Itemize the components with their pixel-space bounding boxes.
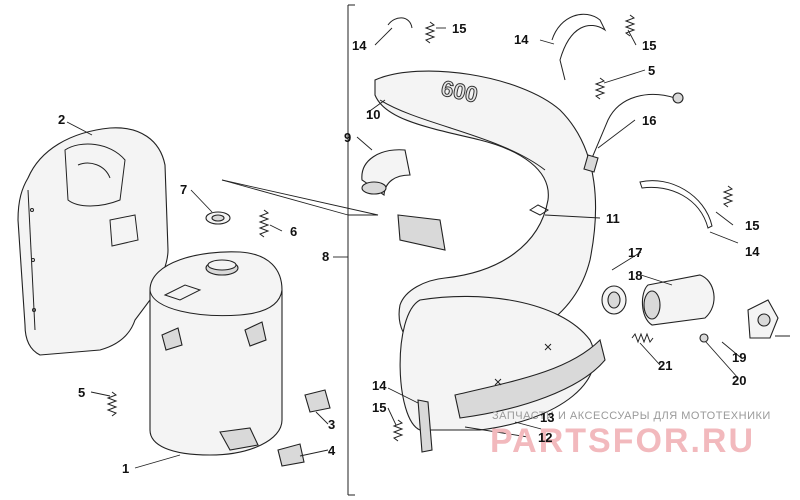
label-part-1: 1 bbox=[122, 461, 129, 476]
label-part-2: 2 bbox=[58, 112, 65, 127]
label-part-15-c: 15 bbox=[745, 218, 759, 233]
bracket-3 bbox=[304, 389, 331, 413]
spring-15-c bbox=[722, 185, 734, 208]
label-part-9: 9 bbox=[344, 130, 351, 145]
spring-15-d bbox=[392, 419, 404, 442]
muffler bbox=[149, 251, 283, 456]
label-part-10: 10 bbox=[366, 107, 380, 122]
label-part-12: 12 bbox=[538, 430, 552, 445]
label-part-14-c: 14 bbox=[745, 244, 760, 259]
label-part-15-a: 15 bbox=[452, 21, 466, 36]
strap-14-a bbox=[387, 17, 413, 29]
label-part-17: 17 bbox=[628, 245, 642, 260]
washer-20 bbox=[699, 333, 709, 343]
label-part-14-a: 14 bbox=[352, 38, 367, 53]
label-part-15-b: 15 bbox=[642, 38, 656, 53]
spring-5-left bbox=[106, 391, 118, 417]
label-part-4: 4 bbox=[328, 443, 336, 458]
sensor-16 bbox=[583, 92, 684, 173]
watermark-brand: PARTSFOR.RU bbox=[490, 422, 755, 460]
label-part-5-left: 5 bbox=[78, 385, 85, 400]
label-part-8: 8 bbox=[322, 249, 329, 264]
spring-15-a bbox=[424, 21, 436, 44]
label-part-18: 18 bbox=[628, 268, 642, 283]
label-part-21: 21 bbox=[658, 358, 672, 373]
watermark-tagline: ЗАПЧАСТИ И АКСЕССУАРЫ ДЛЯ МОТОТЕХНИКИ bbox=[492, 410, 771, 422]
strap-14-b bbox=[551, 13, 607, 81]
strap-14-c bbox=[639, 180, 713, 229]
grommet bbox=[205, 211, 231, 225]
leader-lines bbox=[66, 27, 741, 469]
bracket-4 bbox=[277, 443, 305, 467]
label-part-13: 13 bbox=[540, 410, 554, 425]
strap-14-d bbox=[417, 399, 433, 453]
label-part-14-d: 14 bbox=[372, 378, 387, 393]
label-part-15-d: 15 bbox=[372, 400, 386, 415]
label-part-6: 6 bbox=[290, 224, 297, 239]
coupler-18 bbox=[641, 274, 715, 326]
spring-6 bbox=[258, 209, 270, 238]
label-part-7: 7 bbox=[180, 182, 187, 197]
assembly-bracket bbox=[347, 4, 355, 496]
heat-shield bbox=[17, 127, 169, 356]
clamp-17 bbox=[601, 285, 627, 315]
spring-15-b bbox=[624, 14, 636, 37]
spring-21 bbox=[631, 332, 654, 344]
label-part-19: 19 bbox=[732, 350, 746, 365]
label-part-11: 11 bbox=[606, 211, 620, 226]
silencer-pipe bbox=[399, 295, 606, 431]
label-part-20: 20 bbox=[732, 373, 746, 388]
flange-19 bbox=[747, 299, 779, 339]
label-part-3: 3 bbox=[328, 417, 335, 432]
label-part-16: 16 bbox=[642, 113, 656, 128]
label-part-5-top: 5 bbox=[648, 63, 655, 78]
label-part-14-b: 14 bbox=[514, 32, 529, 47]
spring-5-top bbox=[594, 77, 606, 100]
tuned-pipe bbox=[374, 70, 597, 356]
elbow-9 bbox=[361, 149, 411, 196]
